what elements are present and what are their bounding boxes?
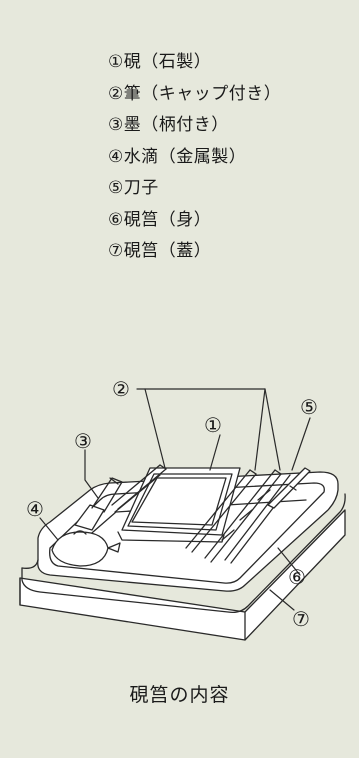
callout-5: ⑤ (300, 395, 318, 419)
callout-leaders (39, 388, 311, 611)
ink-stick (74, 477, 123, 531)
legend-list: ①硯（石製） ②筆（キャップ付き） ③墨（柄付き） ④水滴（金属製） ⑤刀子 ⑥… (108, 50, 281, 271)
callout-labels: ② ① ⑤ ③ ④ ⑥ ⑦ (26, 377, 318, 631)
callout-4: ④ (26, 497, 44, 521)
legend-item-brush: ②筆（キャップ付き） (108, 83, 282, 104)
legend-item-inkstone: ①硯（石製） (108, 52, 212, 72)
legend-item-ink-stick: ③墨（柄付き） (108, 115, 229, 135)
callout-1: ① (204, 413, 222, 437)
legend-item-box-lid: ⑦硯筥（蓋） (108, 241, 212, 261)
callout-7: ⑦ (292, 607, 310, 631)
legend-item-water-dropper: ④水滴（金属製） (108, 146, 247, 167)
figure-caption: 硯筥の内容 (129, 684, 230, 706)
legend-item-box-body: ⑥硯筥（身） (108, 209, 212, 230)
legend-item-knife: ⑤刀子 (108, 178, 159, 198)
callout-2: ② (112, 377, 130, 401)
callout-3: ③ (74, 429, 92, 453)
water-dropper (51, 530, 121, 567)
callout-6: ⑥ (288, 565, 306, 589)
knife (267, 467, 311, 509)
box-lid (19, 509, 346, 641)
inkstone-box-illustration: ② ① ⑤ ③ ④ ⑥ ⑦ (19, 377, 346, 641)
